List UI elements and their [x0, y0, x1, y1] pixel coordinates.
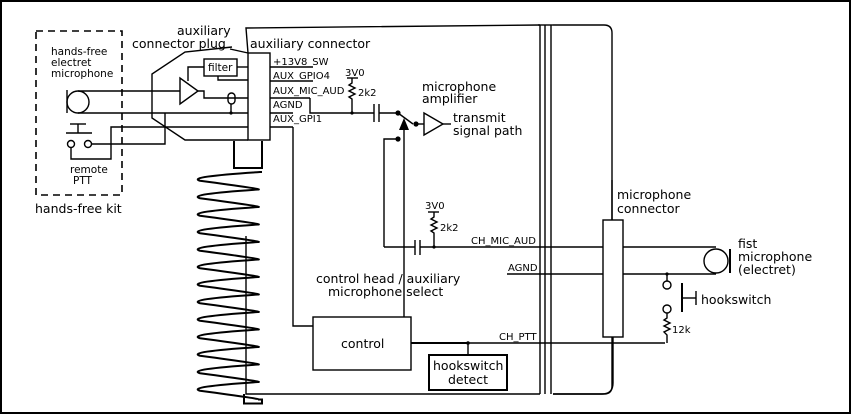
pin-label: +13V8_SW	[273, 57, 329, 68]
pin-label: AUX_GPIO4	[273, 71, 330, 82]
hookswitch-label: hookswitch	[701, 292, 771, 307]
mic-amp-label: amplifier	[422, 91, 478, 106]
aux-mic-path	[309, 98, 401, 122]
hands-free-mic-label: electret	[51, 57, 91, 69]
transmit-path-label: signal path	[453, 123, 522, 138]
hookswitch-detect-label: hookswitch	[433, 358, 503, 373]
transmit-path-label: transmit	[453, 110, 506, 125]
hands-free-kit: hands-free kit hands-free electret micro…	[35, 30, 123, 216]
control-label: control	[341, 336, 384, 351]
ch-ptt-path: CH_PTT	[411, 332, 665, 355]
aux-plug-label: auxiliary	[177, 23, 231, 38]
fist-mic-label: (electret)	[738, 262, 796, 277]
mic-amp-label: microphone	[422, 79, 496, 94]
auxiliary-connector-block	[247, 52, 271, 141]
fist-mic-label: fist	[738, 236, 757, 251]
bias-resistor-label: 2k2	[440, 223, 459, 234]
mic-connector-label: microphone	[617, 187, 691, 202]
fist-mic-resistor-label: 12k	[672, 325, 691, 336]
bias-supply-label: 3V0	[345, 68, 365, 79]
hookswitch-icon	[681, 283, 697, 312]
remote-ptt-switch-icon	[66, 123, 93, 149]
agnd-label: AGND	[508, 263, 538, 274]
remote-ptt-label: remote	[70, 164, 108, 176]
hands-free-kit-label: hands-free kit	[35, 201, 122, 216]
filter-label: filter	[208, 62, 233, 74]
amplifier-icon	[423, 111, 445, 137]
bias-resistor-top: 3V0 2k2	[345, 68, 377, 113]
ch-mic-aud-path: 3V0 2k2 CH_MIC_AUD AGND	[384, 201, 603, 275]
microphone-amplifier: microphone amplifier transmit signal pat…	[416, 79, 522, 138]
hookswitch-detect-label: detect	[448, 372, 488, 387]
bias-resistor-label: 2k2	[358, 88, 377, 99]
remote-ptt-label: PTT	[73, 175, 93, 187]
fist-mic-label: microphone	[738, 249, 812, 264]
aux-connector-pins: +13V8_SW AUX_GPIO4 AUX_MIC_AUD AGND AUX_…	[270, 57, 345, 128]
select-label: microphone select	[328, 284, 443, 299]
bias-supply-label: 3V0	[425, 201, 445, 212]
aux-plug-label: connector plug	[132, 36, 226, 51]
plug-amplifier-icon	[179, 76, 200, 106]
ch-ptt-label: CH_PTT	[499, 332, 537, 343]
hands-free-microphone-icon	[66, 90, 90, 114]
coiled-cord-icon	[196, 141, 263, 405]
pin-label: AGND	[273, 100, 303, 111]
select-label: control head / auxiliary	[316, 271, 461, 286]
microphone-connector: microphone connector	[553, 180, 691, 395]
pin-label: AUX_MIC_AUD	[273, 86, 345, 97]
fist-microphone: fist microphone (electret) hookswitch 12…	[623, 236, 812, 343]
microphone-connector-block	[602, 219, 624, 338]
aux-connector-label: auxiliary connector	[250, 36, 371, 51]
fist-microphone-icon	[703, 248, 729, 274]
mic-select-switch-icon	[383, 112, 419, 317]
ch-mic-aud-label: CH_MIC_AUD	[471, 236, 536, 247]
aux-gpi1-wire	[292, 127, 313, 327]
hands-free-mic-label: hands-free	[51, 46, 107, 58]
hookswitch-detect-block	[428, 354, 508, 391]
hands-free-mic-label: microphone	[51, 68, 113, 80]
hands-free-wires	[70, 90, 248, 160]
pin-label: AUX_GPI1	[273, 114, 322, 125]
auxiliary-connector-plug: auxiliary connector plug filter	[132, 23, 249, 141]
mic-connector-label: connector	[617, 201, 680, 216]
